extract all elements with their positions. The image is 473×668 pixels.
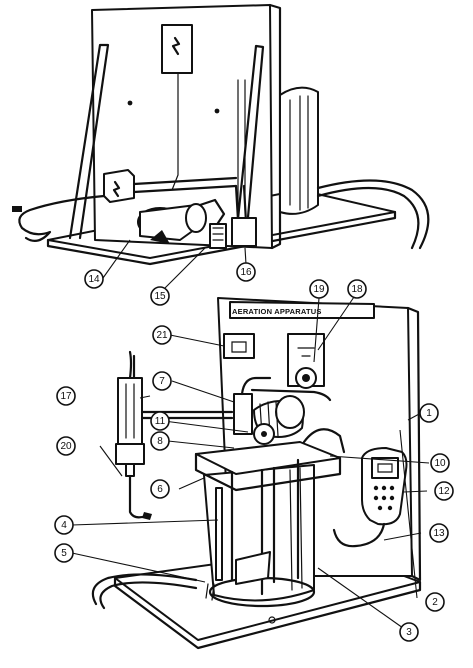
callout-circle: [425, 592, 445, 612]
rear-tank: [279, 86, 319, 215]
callout-circle: [399, 622, 419, 642]
callout-1: 1: [419, 403, 439, 423]
callout-12: 12: [434, 481, 454, 501]
rear-pump-motor: [137, 198, 227, 249]
callout-circle: [150, 479, 170, 499]
callout-circle: [84, 269, 104, 289]
callout-circle: [236, 262, 256, 282]
wall-control-box: [223, 333, 255, 359]
callout-6: 6: [150, 479, 170, 499]
callout-number: 10: [434, 458, 446, 469]
front-dip-rods: [230, 458, 300, 596]
callout-number: 4: [61, 520, 67, 531]
callout-13: 13: [429, 523, 449, 543]
callout-circle: [150, 286, 170, 306]
rear-power-box: [161, 24, 193, 74]
callout-number: 12: [438, 486, 450, 497]
callout-circle: [152, 325, 172, 345]
callout-5: 5: [54, 543, 74, 563]
rear-power-cord: [18, 194, 106, 243]
callout-circle: [430, 453, 450, 473]
callout-21: 21: [152, 325, 172, 345]
callout-number: 21: [156, 330, 168, 341]
callout-2: 2: [425, 592, 445, 612]
callout-circle: [347, 279, 367, 299]
front-left-hose: [91, 573, 198, 610]
rear-control-box: [103, 169, 135, 203]
callout-17: 17: [56, 386, 76, 406]
callout-number: 1: [426, 408, 432, 419]
callout-number: 6: [157, 484, 163, 495]
callout-number: 8: [157, 436, 163, 447]
callout-circle: [429, 523, 449, 543]
callout-number: 7: [159, 376, 165, 387]
callout-number: 2: [432, 597, 438, 608]
callout-15: 15: [150, 286, 170, 306]
callout-number: 16: [240, 267, 252, 278]
callout-number: 19: [313, 284, 325, 295]
rear-hose: [316, 179, 430, 250]
front-view: [91, 297, 422, 650]
callout-circle: [54, 543, 74, 563]
callout-number: 11: [155, 416, 166, 427]
callout-circle: [56, 386, 76, 406]
callout-3: 3: [399, 622, 419, 642]
callout-4: 4: [54, 515, 74, 535]
callout-number: 5: [61, 548, 67, 559]
callout-7: 7: [152, 371, 172, 391]
callout-number: 17: [60, 391, 72, 402]
callout-16: 16: [236, 262, 256, 282]
callout-circle: [150, 431, 170, 451]
callout-circle: [419, 403, 439, 423]
callout-20: 20: [56, 436, 76, 456]
callout-circle: [434, 481, 454, 501]
callout-number: 20: [60, 441, 72, 452]
callout-circle: [150, 411, 170, 431]
callout-14: 14: [84, 269, 104, 289]
callout-number: 3: [406, 627, 412, 638]
callout-11: 11: [150, 411, 170, 431]
callout-circle: [54, 515, 74, 535]
front-stirrer-motor: [233, 393, 305, 445]
leader-lines: [71, 239, 430, 629]
callout-circle: [56, 436, 76, 456]
panel-label: AERATION APPARATUS: [232, 307, 322, 316]
callout-number: 13: [433, 528, 445, 539]
callout-number: 18: [351, 284, 363, 295]
hand-control: [332, 447, 408, 548]
callout-8: 8: [150, 431, 170, 451]
callout-19: 19: [309, 279, 329, 299]
callout-number: 15: [154, 291, 166, 302]
rear-left-strut: [68, 43, 110, 240]
callout-number: 14: [88, 274, 100, 285]
callout-10: 10: [430, 453, 450, 473]
flowmeter: [115, 350, 152, 520]
callout-18: 18: [347, 279, 367, 299]
callout-circle: [309, 279, 329, 299]
rear-view: [12, 3, 430, 266]
rear-right-strut: [234, 44, 265, 242]
callout-circle: [152, 371, 172, 391]
